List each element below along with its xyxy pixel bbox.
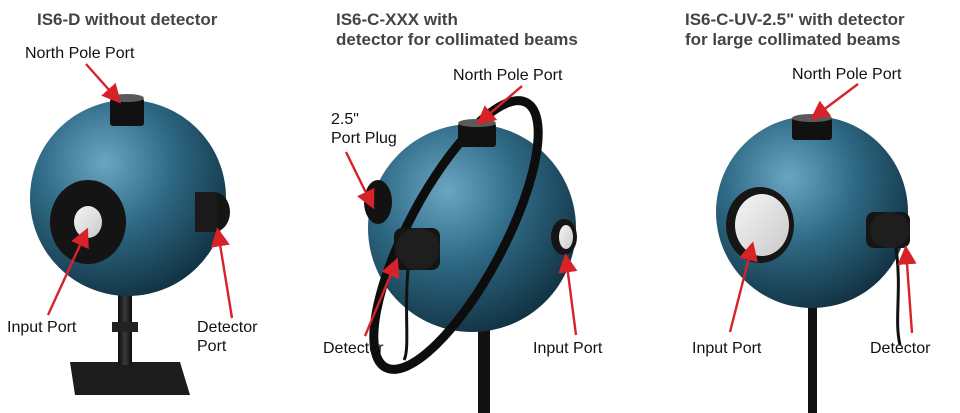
panel3-sphere-assembly: [716, 114, 910, 413]
panel2-port-plug-arrow: [344, 151, 375, 210]
callout-arrows: [46, 63, 917, 337]
panel2-input-port-arrow: [558, 253, 578, 336]
panel2-detector-arrow: [363, 257, 400, 337]
panel3-title-line1: IS6-C-UV-2.5" with detector: [685, 10, 905, 29]
panel1-label-input-port: Input Port: [7, 319, 77, 336]
panel1-input-port-arrow: [46, 227, 89, 316]
panel2-title-line1: IS6-C-XXX with: [336, 10, 458, 29]
panel3-input-port-arrow: [728, 241, 758, 333]
panel1-title: IS6-D without detector: [37, 10, 218, 29]
panel1-base-plate: [70, 362, 190, 395]
panel2-ring: [369, 96, 543, 374]
panel3-label-north-pole-port: North Pole Port: [792, 66, 902, 83]
panel2-detector-cable: [402, 269, 410, 361]
panel3-title-line2: for large collimated beams: [685, 30, 901, 49]
panel1-detector-port-arrow: [210, 227, 234, 319]
panel2-title-line2: detector for collimated beams: [336, 30, 578, 49]
panel1-label-north-pole-port: North Pole Port: [25, 45, 135, 62]
panel1-label-detector-port-line1: Detector: [197, 319, 258, 336]
panel3-post: [808, 305, 817, 413]
panel2-port-plug: [364, 180, 392, 224]
panel2-label-port-plug-line2: Port Plug: [331, 130, 397, 147]
panel3-detector-arrow: [897, 245, 917, 334]
panel2-label-detector: Detector: [323, 340, 384, 357]
panel1-north-pole-port: [110, 98, 144, 126]
panel2-north-pole-port: [458, 123, 496, 147]
panel1-label-detector-port-line2: Port: [197, 338, 227, 355]
panel2-north-pole-arrow: [476, 85, 523, 126]
panel1-north-pole-arrow: [85, 63, 122, 104]
panel3-label-input-port: Input Port: [692, 340, 762, 357]
panel2-sphere-assembly: [364, 96, 577, 413]
panel3-north-pole-port: [792, 118, 832, 140]
panel1-post-clamp: [112, 322, 138, 332]
panel2-label-port-plug-line1: 2.5": [331, 111, 359, 128]
panel3-detector-cable: [894, 247, 902, 346]
panel2-sphere: [368, 124, 576, 332]
panel3-label-detector: Detector: [870, 340, 931, 357]
panel3-north-pole-arrow: [810, 83, 859, 120]
panel2-label-north-pole-port: North Pole Port: [453, 67, 563, 84]
panel2-label-input-port: Input Port: [533, 340, 603, 357]
